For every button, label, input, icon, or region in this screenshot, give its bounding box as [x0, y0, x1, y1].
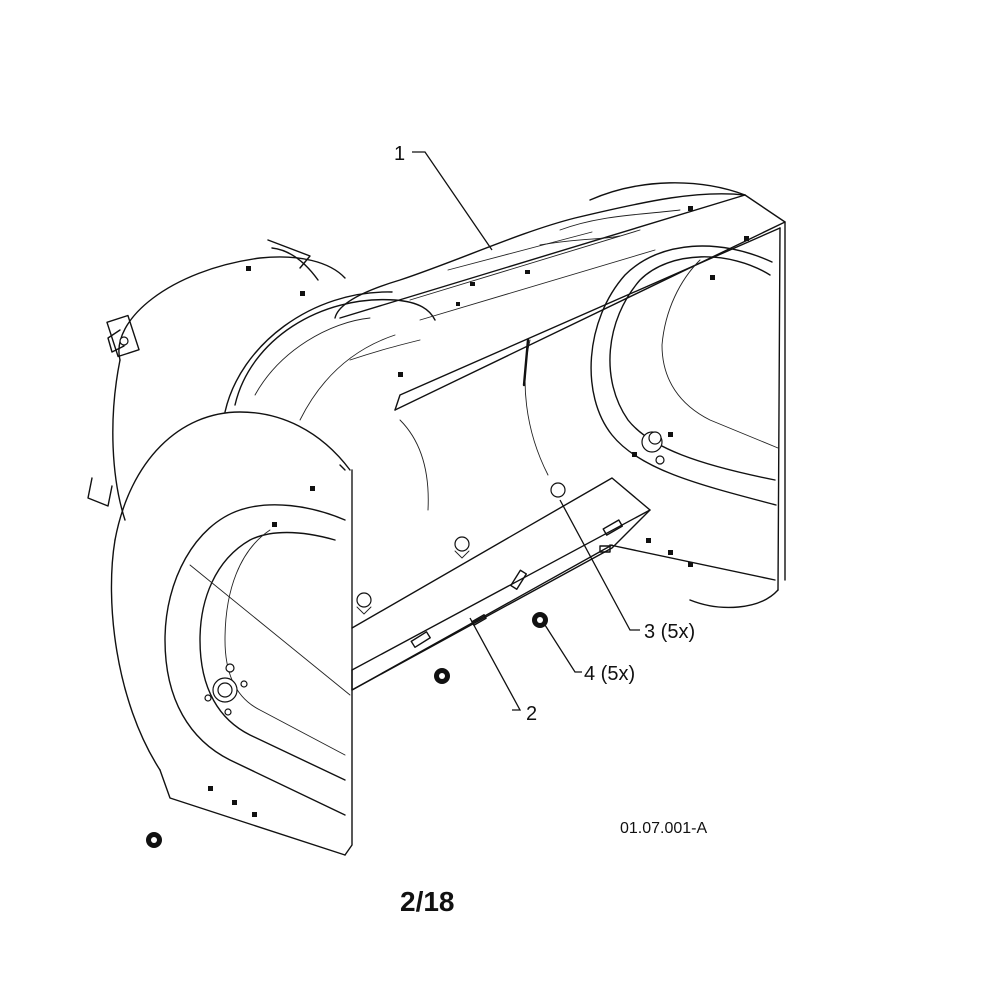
drawing-code: 01.07.001-A [620, 820, 708, 837]
back-panel [351, 419, 566, 691]
scraper-bar [351, 477, 651, 691]
rear-housing-drum [87, 239, 436, 521]
front-left-housing [110, 411, 353, 856]
callout-3: 3 (5x) [644, 621, 695, 643]
top-cross-brace [334, 193, 786, 411]
callout-4: 4 (5x) [584, 663, 635, 685]
callout-1: 1 [394, 143, 405, 165]
right-housing [522, 182, 786, 609]
leader-lines [412, 151, 640, 711]
callout-2: 2 [526, 703, 537, 725]
page-number: 2/18 [400, 886, 455, 917]
nuts [146, 612, 548, 848]
